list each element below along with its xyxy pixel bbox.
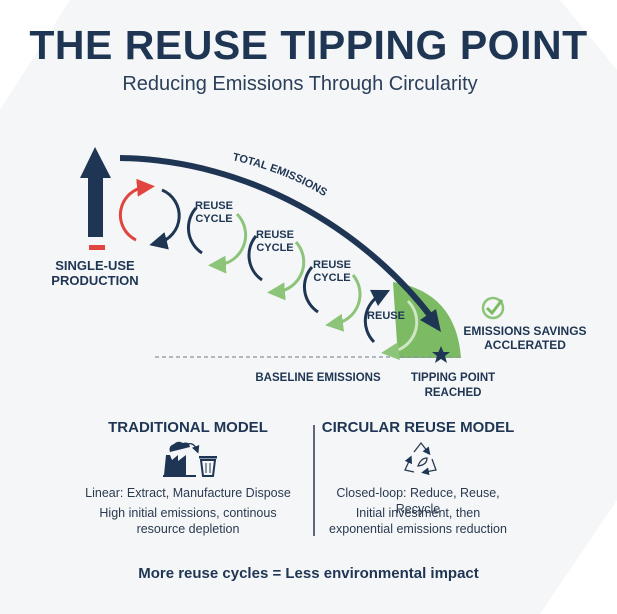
background-shape — [560, 0, 617, 70]
recycle-icon — [404, 441, 437, 476]
cycle-label: REUSE CYCLE — [192, 200, 236, 226]
circular-heading: CIRCULAR REUSE MODEL — [321, 419, 515, 436]
single-use-label-line: SINGLE-USE — [55, 258, 135, 273]
single-use-label: SINGLE-USE PRODUCTION — [45, 258, 145, 288]
total-emissions-label: TOTAL EMISSIONS — [231, 151, 329, 199]
savings-label-line: EMISSIONS SAVINGS — [463, 324, 587, 338]
total-emissions-curve — [119, 155, 435, 320]
curve-arrowhead — [420, 309, 441, 332]
page-title: THE REUSE TIPPING POINT — [29, 22, 588, 68]
cycle-label-line: REUSE — [256, 229, 294, 241]
cycle-label-line: CYCLE — [195, 213, 233, 225]
cycle-icon — [363, 289, 419, 360]
traditional-line: resource depletion — [136, 522, 240, 536]
cycle-icon — [302, 266, 362, 332]
cycle-label: REUSE CYCLE — [310, 259, 354, 285]
cycle-icon — [186, 207, 248, 274]
cycle-label: REUSE — [364, 310, 408, 323]
traditional-heading: TRADITIONAL MODEL — [108, 419, 268, 436]
footer-tagline: More reuse cycles = Less environmental i… — [138, 565, 479, 582]
circular-line: exponential emissions reduction — [329, 522, 507, 536]
baseline-label: BASELINE EMISSIONS — [255, 372, 381, 384]
check-circle-icon — [481, 296, 505, 320]
circular-line: Initial investment, then — [355, 506, 481, 520]
traditional-line: Linear: Extract, Manufacture Dispose — [85, 486, 291, 500]
cycle-label-line: REUSE — [195, 200, 233, 212]
background-shape — [0, 0, 70, 110]
savings-label-line: ACCLERATED — [484, 338, 566, 352]
cycle-label-line: REUSE — [313, 259, 351, 271]
cycle-label: REUSE CYCLE — [253, 229, 297, 255]
single-use-marker — [89, 245, 105, 250]
cycle-icon — [118, 178, 181, 250]
cycle-label-line: CYCLE — [256, 242, 294, 254]
cycle-label-line: REUSE — [367, 310, 405, 322]
cycle-label-line: CYCLE — [313, 272, 351, 284]
factory-trash-icon — [163, 441, 217, 477]
traditional-line: High initial emissions, continous — [99, 506, 277, 520]
tipping-point-label: TIPPING POINT REACHED — [410, 372, 496, 399]
circular-line: Closed-loop: Reduce, Reuse, Recycle — [336, 486, 500, 516]
single-use-label-line: PRODUCTION — [51, 273, 139, 288]
savings-label: EMISSIONS SAVINGS ACCLERATED — [455, 324, 595, 352]
background-shape — [540, 500, 617, 614]
star-icon — [432, 346, 450, 363]
page-subtitle: Reducing Emissions Through Circularity — [122, 73, 478, 95]
up-arrow-icon — [80, 147, 111, 237]
cycle-icon — [247, 235, 306, 301]
